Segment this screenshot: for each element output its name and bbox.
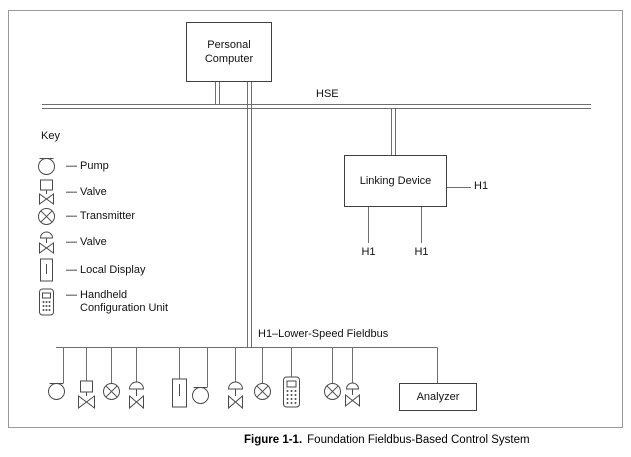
device-drop-lines [63, 347, 353, 387]
key-label-handheld-configuration-unit: — Handheld Configuration Unit [66, 289, 168, 315]
analyzer-node: Analyzer [399, 383, 477, 411]
handheld-configuration-unit-icon [39, 288, 54, 316]
transmitter-icon [254, 383, 271, 400]
diagram-frame [8, 10, 623, 428]
key-label-actuated-valve: — Valve [66, 236, 107, 248]
transmitter-icon [38, 208, 55, 225]
figure-caption: Figure 1-1. Foundation Fieldbus-Based Con… [244, 434, 530, 446]
key-label-transmitter: — Transmitter [66, 210, 136, 222]
h1-fieldbus-label: H1–Lower-Speed Fieldbus [258, 328, 389, 340]
h1-spur-label: H1 [474, 180, 489, 192]
key-title: Key [41, 130, 60, 142]
actuated-valve-icon [345, 382, 360, 408]
key-label-handheld-line2: Configuration Unit [80, 302, 169, 314]
pc-h1-trunk-line [247, 82, 252, 347]
figure-caption-label: Figure 1-1. [244, 434, 303, 446]
h1-fieldbus-line [56, 347, 438, 383]
transmitter-icon [103, 383, 120, 400]
handheld-configuration-unit-icon [283, 376, 300, 408]
valve-icon [39, 179, 54, 205]
key-label-pump: — Pump [66, 160, 109, 172]
bus-lines [42, 82, 591, 387]
local-display-icon [172, 378, 187, 408]
keypad-dots [42, 301, 51, 311]
actuated-valve-icon [39, 231, 54, 254]
h1-drop-left-label: H1 [361, 246, 376, 258]
pump-icon [192, 387, 209, 404]
linking-device-node: Linking Device [344, 155, 447, 207]
field-device-symbols [48, 376, 360, 410]
keypad-dots [286, 390, 297, 404]
valve-icon [78, 380, 95, 409]
key-symbols [38, 158, 55, 316]
key-label-local-display: — Local Display [66, 264, 146, 276]
pump-icon [48, 383, 65, 400]
pump-icon [38, 158, 55, 175]
h1-drop-right-label: H1 [414, 246, 429, 258]
figure-caption-title: Foundation Fieldbus-Based Control System [307, 434, 530, 446]
transmitter-icon [324, 383, 341, 400]
key-label-valve: — Valve [66, 186, 107, 198]
hse-bus-label: HSE [316, 88, 339, 100]
key-label-handheld-line1: — Handheld [66, 289, 128, 301]
actuated-valve-icon [128, 381, 145, 410]
local-display-icon [40, 258, 53, 282]
pc-hse-stub-line [215, 82, 220, 104]
personal-computer-node: Personal Computer [186, 22, 272, 82]
hse-linking-device-stub-line [391, 109, 396, 155]
hse-bus-line [42, 104, 591, 109]
actuated-valve-icon [227, 381, 244, 410]
